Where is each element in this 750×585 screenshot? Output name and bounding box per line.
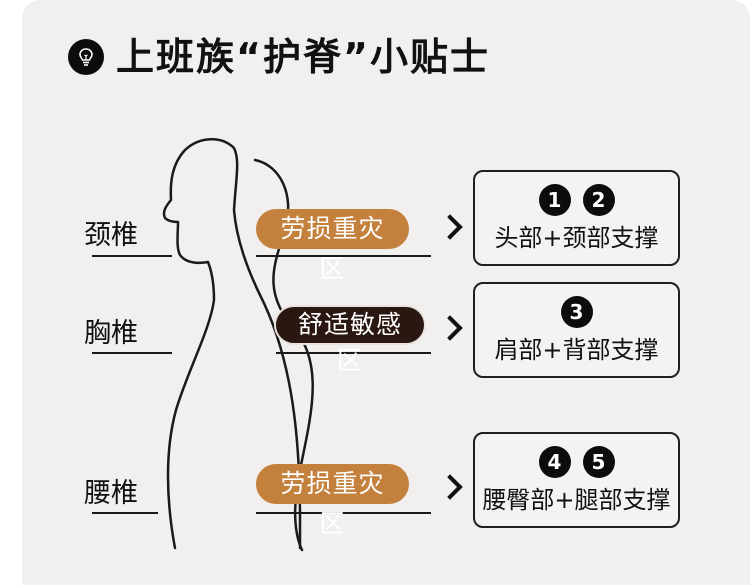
- zone-badge-thoracic: 舒适敏感区: [274, 305, 426, 375]
- body-outline: [162, 138, 302, 550]
- support-box-thoracic: 3 肩部+背部支撑: [473, 282, 680, 378]
- divider-line: [256, 255, 431, 257]
- lightbulb-icon: [68, 39, 104, 75]
- support-box-lumbar: 4 5 腰臀部+腿部支撑: [473, 432, 680, 528]
- number-badge: 1: [538, 184, 571, 216]
- page-title: 上班族“护脊”小贴士: [116, 35, 490, 79]
- divider-line: [92, 352, 172, 354]
- support-label: 肩部+背部支撑: [494, 336, 659, 364]
- zone-badge-lumbar: 劳损重灾区: [256, 464, 409, 538]
- divider-line: [92, 255, 172, 257]
- title-row: 上班族“护脊”小贴士: [68, 38, 490, 76]
- number-badge: 4: [538, 446, 571, 478]
- support-label: 头部+颈部支撑: [494, 224, 659, 252]
- divider-line: [92, 512, 158, 514]
- spine-label-lumbar: 腰椎: [84, 478, 138, 509]
- spine-label-thoracic: 胸椎: [84, 318, 138, 349]
- number-badge: 5: [582, 446, 615, 478]
- number-badge: 2: [582, 184, 615, 216]
- support-box-cervical: 1 2 头部+颈部支撑: [473, 170, 680, 266]
- spine-label-cervical: 颈椎: [84, 220, 138, 251]
- support-label: 腰臀部+腿部支撑: [482, 486, 671, 514]
- zone-badge-cervical: 劳损重灾区: [256, 209, 409, 283]
- number-badge: 3: [560, 296, 593, 328]
- divider-line: [276, 352, 431, 354]
- divider-line: [256, 512, 431, 514]
